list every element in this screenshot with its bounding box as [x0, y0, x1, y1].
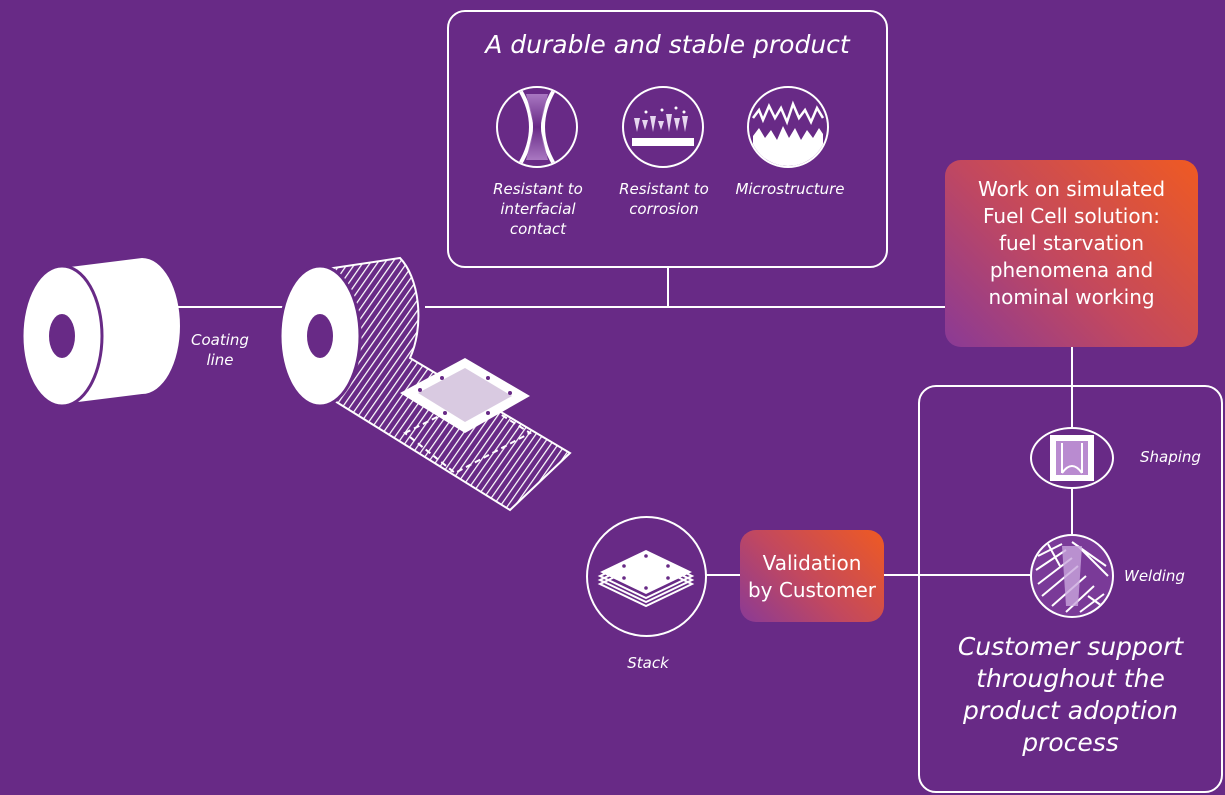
corrosion-icon — [622, 86, 704, 168]
stack-label: Stack — [627, 654, 669, 672]
support-box-title: Customer support throughout the product … — [957, 632, 1184, 757]
validation-box: Validation by Customer — [740, 530, 884, 622]
raw-roll-icon — [20, 258, 180, 408]
feature-label-interfacial: Resistant to interfacial contact — [493, 180, 583, 238]
support-box: Customer support throughout the product … — [918, 385, 1223, 793]
coated-strip-icon — [278, 256, 572, 512]
simulation-box: Work on simulated Fuel Cell solution: fu… — [945, 160, 1198, 347]
welding-label: Welding — [1124, 567, 1185, 585]
coating-line-label: Coating line — [191, 331, 249, 369]
product-box-title: A durable and stable product — [485, 30, 850, 59]
stack-icon — [586, 516, 707, 637]
shaping-label: Shaping — [1140, 448, 1201, 466]
microstructure-icon — [747, 86, 829, 168]
feature-label-corrosion: Resistant to corrosion — [619, 180, 709, 218]
shaping-icon — [1030, 427, 1114, 489]
feature-label-microstructure: Microstructure — [735, 180, 845, 198]
interfacial-contact-icon — [496, 86, 578, 168]
product-box: A durable and stable product — [447, 10, 888, 268]
welding-icon — [1030, 534, 1114, 618]
